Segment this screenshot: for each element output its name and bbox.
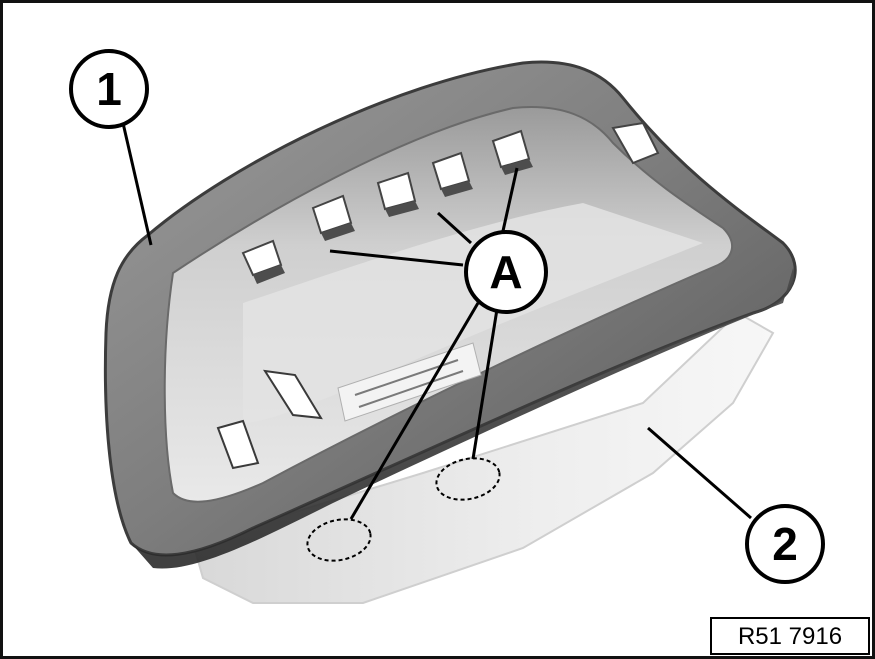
leader-2	[647, 426, 752, 520]
hidden-clip-right	[435, 457, 501, 501]
callout-2: 2	[745, 504, 825, 584]
callout-a: A	[464, 230, 548, 314]
callout-1: 1	[69, 49, 149, 129]
callout-2-label: 2	[772, 518, 798, 570]
reference-code-box: R51 7916	[710, 617, 870, 655]
tab-shadows	[253, 159, 533, 284]
leader-lines	[121, 122, 752, 520]
hidden-clip-left	[306, 518, 372, 562]
lower-clips	[216, 369, 323, 470]
leader-a-5	[471, 302, 500, 460]
illustration-canvas: 1 A 2 R51 7916	[69, 49, 870, 655]
cover-part-2	[191, 311, 775, 604]
leader-a-2	[436, 211, 473, 245]
leader-a-1	[329, 249, 464, 267]
callout-1-label: 1	[96, 63, 122, 115]
leader-a-3	[501, 167, 519, 232]
leader-1	[121, 122, 153, 246]
reference-code: R51 7916	[738, 623, 842, 650]
callout-a-label: A	[489, 246, 522, 298]
leader-a-4	[349, 302, 480, 520]
